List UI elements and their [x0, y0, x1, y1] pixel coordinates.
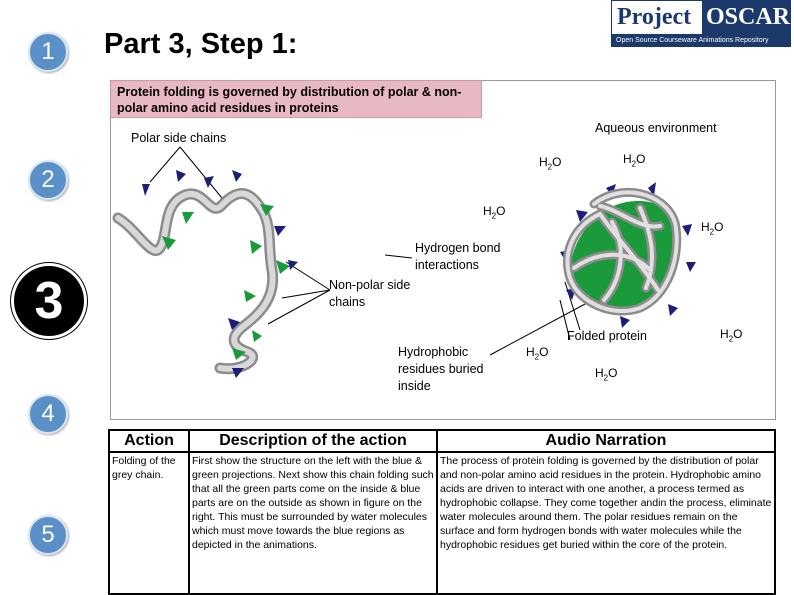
hydrogen-bond-label-line2: interactions — [415, 258, 479, 272]
water-molecule: H2O — [526, 345, 549, 362]
water-molecule: H2O — [595, 366, 618, 383]
description-cell: First show the structure on the left wit… — [188, 452, 438, 595]
logo-subtitle: Open Source Courseware Animations Reposi… — [612, 34, 790, 47]
hydrophobic-label-line2: residues buried — [398, 362, 484, 376]
hydrophobic-label-line1: Hydrophobic — [398, 345, 469, 359]
step-4-marker[interactable]: 4 — [28, 394, 68, 434]
aqueous-environment-label: Aqueous environment — [595, 121, 717, 135]
banner-text: Protein folding is governed by distribut… — [110, 80, 482, 118]
logo-oscar-text: OSCAR — [701, 1, 790, 34]
water-molecule: H2O — [539, 155, 562, 172]
action-table: Action Description of the action Audio N… — [108, 429, 776, 595]
folded-protein-label: Folded protein — [567, 329, 647, 343]
step-1-marker[interactable]: 1 — [28, 32, 68, 72]
nonpolar-projections — [162, 204, 290, 360]
nonpolar-side-chains-label-line2: chains — [329, 295, 366, 309]
nonpolar-side-chains-label-line1: Non-polar side — [329, 278, 411, 292]
unfolded-chain — [112, 188, 279, 375]
water-molecule: H2O — [701, 220, 724, 237]
step-2-marker[interactable]: 2 — [28, 160, 68, 200]
hydrogen-bond-label-line1: Hydrogen bond — [415, 241, 501, 255]
step-5-marker[interactable]: 5 — [28, 515, 68, 555]
action-cell: Folding of the grey chain. — [108, 452, 190, 595]
project-oscar-logo: Project OSCAR Open Source Courseware Ani… — [611, 0, 791, 47]
water-molecule: H2O — [623, 152, 646, 169]
folded-protein — [563, 187, 682, 316]
logo-project-text: Project — [612, 1, 702, 34]
header-description: Description of the action — [188, 429, 438, 453]
polar-side-chains-label: Polar side chains — [131, 131, 227, 145]
pointer-lines — [149, 146, 601, 356]
page-title: Part 3, Step 1: — [104, 28, 298, 60]
step-3-marker[interactable]: 3 — [14, 266, 84, 336]
polar-projections — [142, 170, 696, 378]
header-action: Action — [108, 429, 190, 453]
hydrophobic-label-line3: inside — [398, 379, 431, 393]
water-molecule: H2O — [720, 327, 743, 344]
water-molecule: H2O — [483, 204, 506, 221]
narration-cell: The process of protein folding is govern… — [436, 452, 776, 595]
header-audio-narration: Audio Narration — [436, 429, 776, 453]
